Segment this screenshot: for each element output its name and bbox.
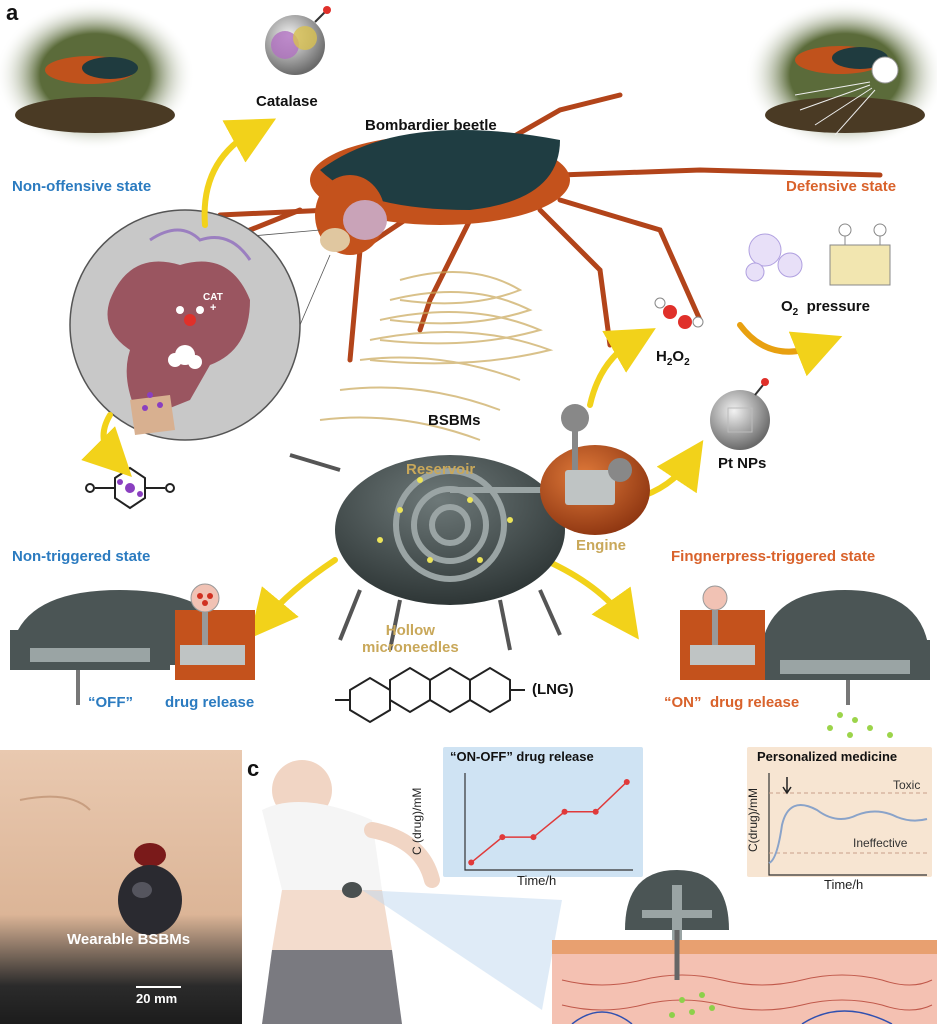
cat-label: CAT	[203, 292, 223, 303]
pt-nps-icon	[710, 378, 770, 450]
chart1-point-5	[623, 778, 630, 785]
pt-nps-label: Pt NPs	[718, 455, 767, 472]
on-label: “ON”	[664, 694, 702, 711]
lng-molecule	[335, 666, 525, 724]
bombardier-beetle-label: Bombardier beetle	[365, 117, 497, 134]
panel-c-letter: c	[247, 756, 260, 781]
beetle-photo-right	[745, 0, 937, 150]
chart2-xlabel: Time/h	[824, 877, 864, 892]
chart2-axes	[768, 773, 927, 876]
engine-label: Engine	[576, 537, 627, 554]
chart2-down-arrow	[782, 777, 792, 795]
chart-on-off	[464, 773, 633, 871]
bsbm-device-icon	[289, 404, 650, 651]
chart1-point-4	[592, 808, 599, 815]
chart1-point-2	[530, 834, 537, 841]
chart1-point-0	[468, 859, 475, 866]
chart-personalized	[768, 773, 928, 876]
non-triggered-label: Non-triggered state	[12, 548, 151, 565]
panel-a-illustration	[0, 0, 937, 738]
scale-label: 20 mm	[136, 991, 178, 1006]
chart2-ineffective-label: Ineffective	[853, 836, 908, 850]
chart1-xlabel: Time/h	[517, 873, 557, 888]
scale-bar	[136, 986, 181, 988]
yellow-arrows	[81, 118, 843, 640]
bombardier-beetle-icon	[197, 92, 883, 363]
chart2-series-line	[768, 804, 928, 864]
device-on-skin-icon	[625, 870, 729, 980]
chart1-ylabel: C (drug)/mM	[410, 787, 424, 855]
non-offensive-label: Non-offensive state	[12, 178, 152, 195]
h2o2-label: H2O2	[656, 348, 690, 368]
chart1-point-3	[561, 808, 568, 815]
beetle-photo-left	[0, 0, 195, 150]
defensive-label: Defensive state	[786, 178, 897, 195]
chart1-axes	[464, 773, 633, 871]
chart1-point-1	[499, 834, 506, 841]
bsbms-label: BSBMs	[428, 412, 481, 429]
wearable-label: Wearable BSBMs	[67, 931, 191, 948]
reservoir-label: Reservoir	[406, 461, 476, 478]
chart-personalized-bg	[747, 747, 932, 877]
coil-lines	[319, 271, 554, 441]
catalase-icon	[265, 6, 331, 75]
catalase-label: Catalase	[256, 93, 318, 110]
o2-bubbles-icon	[745, 233, 803, 282]
panel-a-letter: a	[6, 0, 19, 25]
chart1-series-line	[470, 781, 628, 864]
finger-triggered-label: Fingnerpress-triggered state	[671, 548, 876, 565]
cat-plus-label: +	[210, 302, 217, 314]
wearable-device-photo-icon	[19, 795, 182, 935]
o2-pressure-label: O2 pressure	[781, 298, 870, 318]
chart2-toxic-label: Toxic	[893, 778, 921, 792]
lng-label: (LNG)	[532, 681, 574, 698]
chart2-ylabel: C(drug)/mM	[746, 787, 760, 852]
chart-on-off-bg	[443, 747, 643, 877]
chart2-title: Personalized medicine	[757, 749, 898, 764]
drug-release-on-label: drug release	[710, 694, 800, 711]
pressure-vessel-icon	[829, 223, 891, 286]
wearable-photo	[0, 750, 242, 1024]
device-off-icon	[10, 583, 255, 705]
device-on-icon	[680, 585, 930, 738]
off-label: “OFF”	[88, 694, 133, 711]
h2o2-molecule	[654, 297, 704, 329]
chart1-title: “ON-OFF” drug release	[450, 749, 594, 764]
woman-figure-icon	[262, 760, 440, 1024]
benzoquinone-molecule	[85, 466, 175, 510]
panel-c-illustration	[262, 760, 937, 1024]
drug-release-off-label: drug release	[165, 694, 255, 711]
gland-zoom-circle	[69, 209, 331, 441]
skin-section-icon	[552, 940, 937, 1024]
